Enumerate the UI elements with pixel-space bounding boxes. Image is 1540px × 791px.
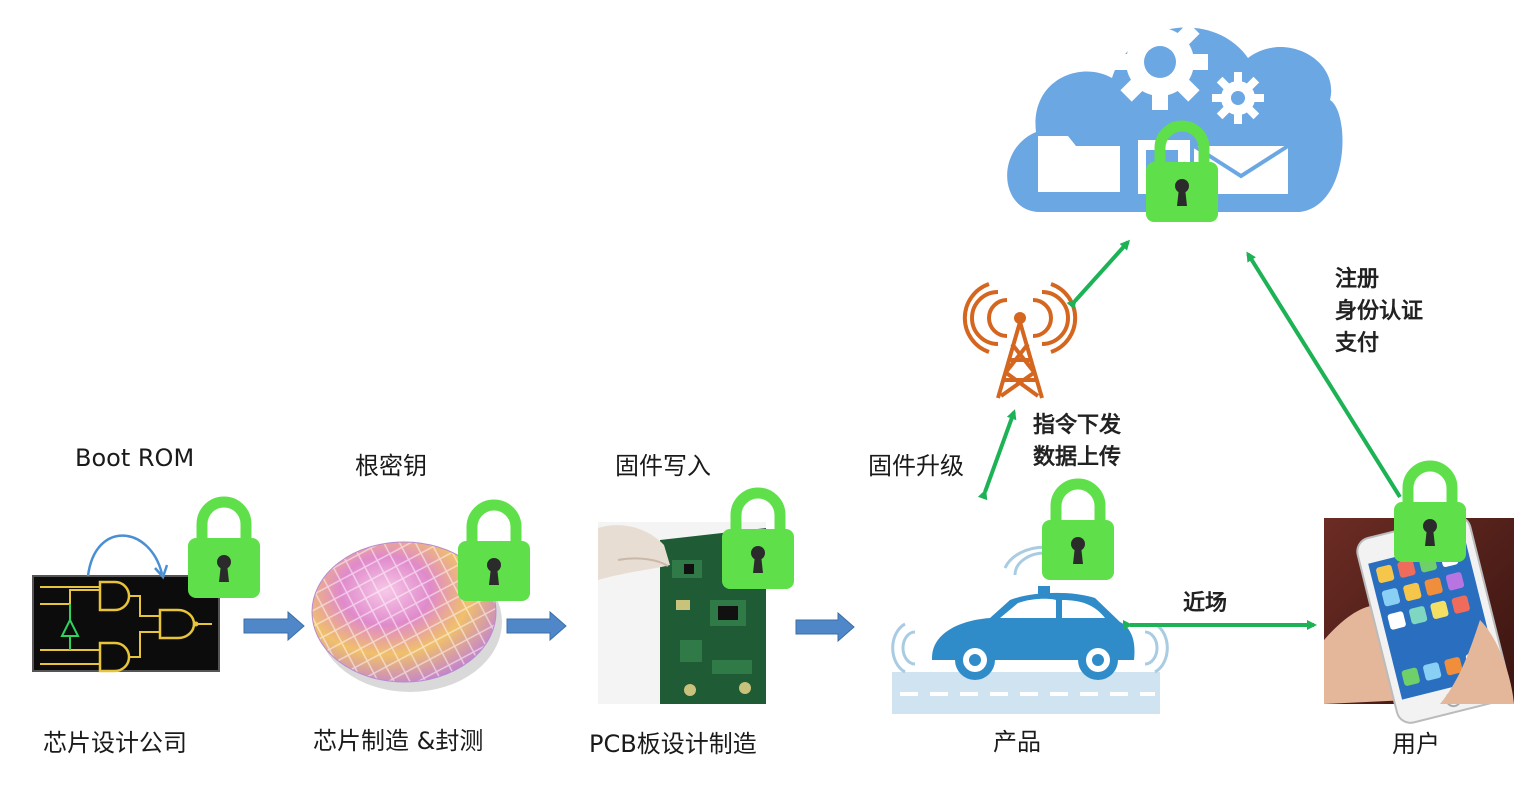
chip-manufacturing-label: 芯片制造 &封测 bbox=[313, 727, 484, 755]
root-key-label: 根密钥 bbox=[355, 452, 427, 480]
lock-icon-pcb bbox=[722, 493, 794, 589]
logic-circuit-image bbox=[32, 534, 220, 673]
firmware-upgrade-label: 固件升级 bbox=[868, 452, 964, 480]
flow-arrow-3 bbox=[795, 611, 855, 643]
car-image bbox=[891, 545, 1169, 714]
lock-icon-product bbox=[1042, 484, 1114, 580]
signal-tower-icon bbox=[962, 282, 1078, 399]
cloud-tower-link-arrow bbox=[1066, 239, 1131, 310]
lock-icon-wafer bbox=[458, 505, 530, 601]
user-label: 用户 bbox=[1392, 730, 1440, 758]
pcb-design-label: PCB板设计制造 bbox=[589, 730, 757, 758]
chip-design-company-label: 芯片设计公司 bbox=[43, 729, 187, 757]
lock-icon-user bbox=[1394, 466, 1466, 562]
tower-antenna-dot bbox=[1014, 312, 1026, 324]
flow-arrow-2 bbox=[506, 610, 567, 642]
firmware-write-label: 固件写入 bbox=[615, 452, 711, 480]
user-cloud-link-arrow bbox=[1246, 251, 1402, 499]
register-auth-pay-label: 注册 身份认证 支付 bbox=[1335, 267, 1424, 356]
wafer-image bbox=[311, 541, 502, 692]
boot-rom-label: Boot ROM bbox=[75, 444, 195, 472]
product-label: 产品 bbox=[993, 728, 1041, 756]
command-data-label: 指令下发 数据上传 bbox=[1033, 413, 1122, 470]
near-field-label: 近场 bbox=[1183, 591, 1228, 616]
tower-car-link-arrow bbox=[977, 409, 1017, 501]
flow-arrow-1 bbox=[243, 610, 305, 642]
lock-icon-chip-design bbox=[188, 502, 260, 598]
